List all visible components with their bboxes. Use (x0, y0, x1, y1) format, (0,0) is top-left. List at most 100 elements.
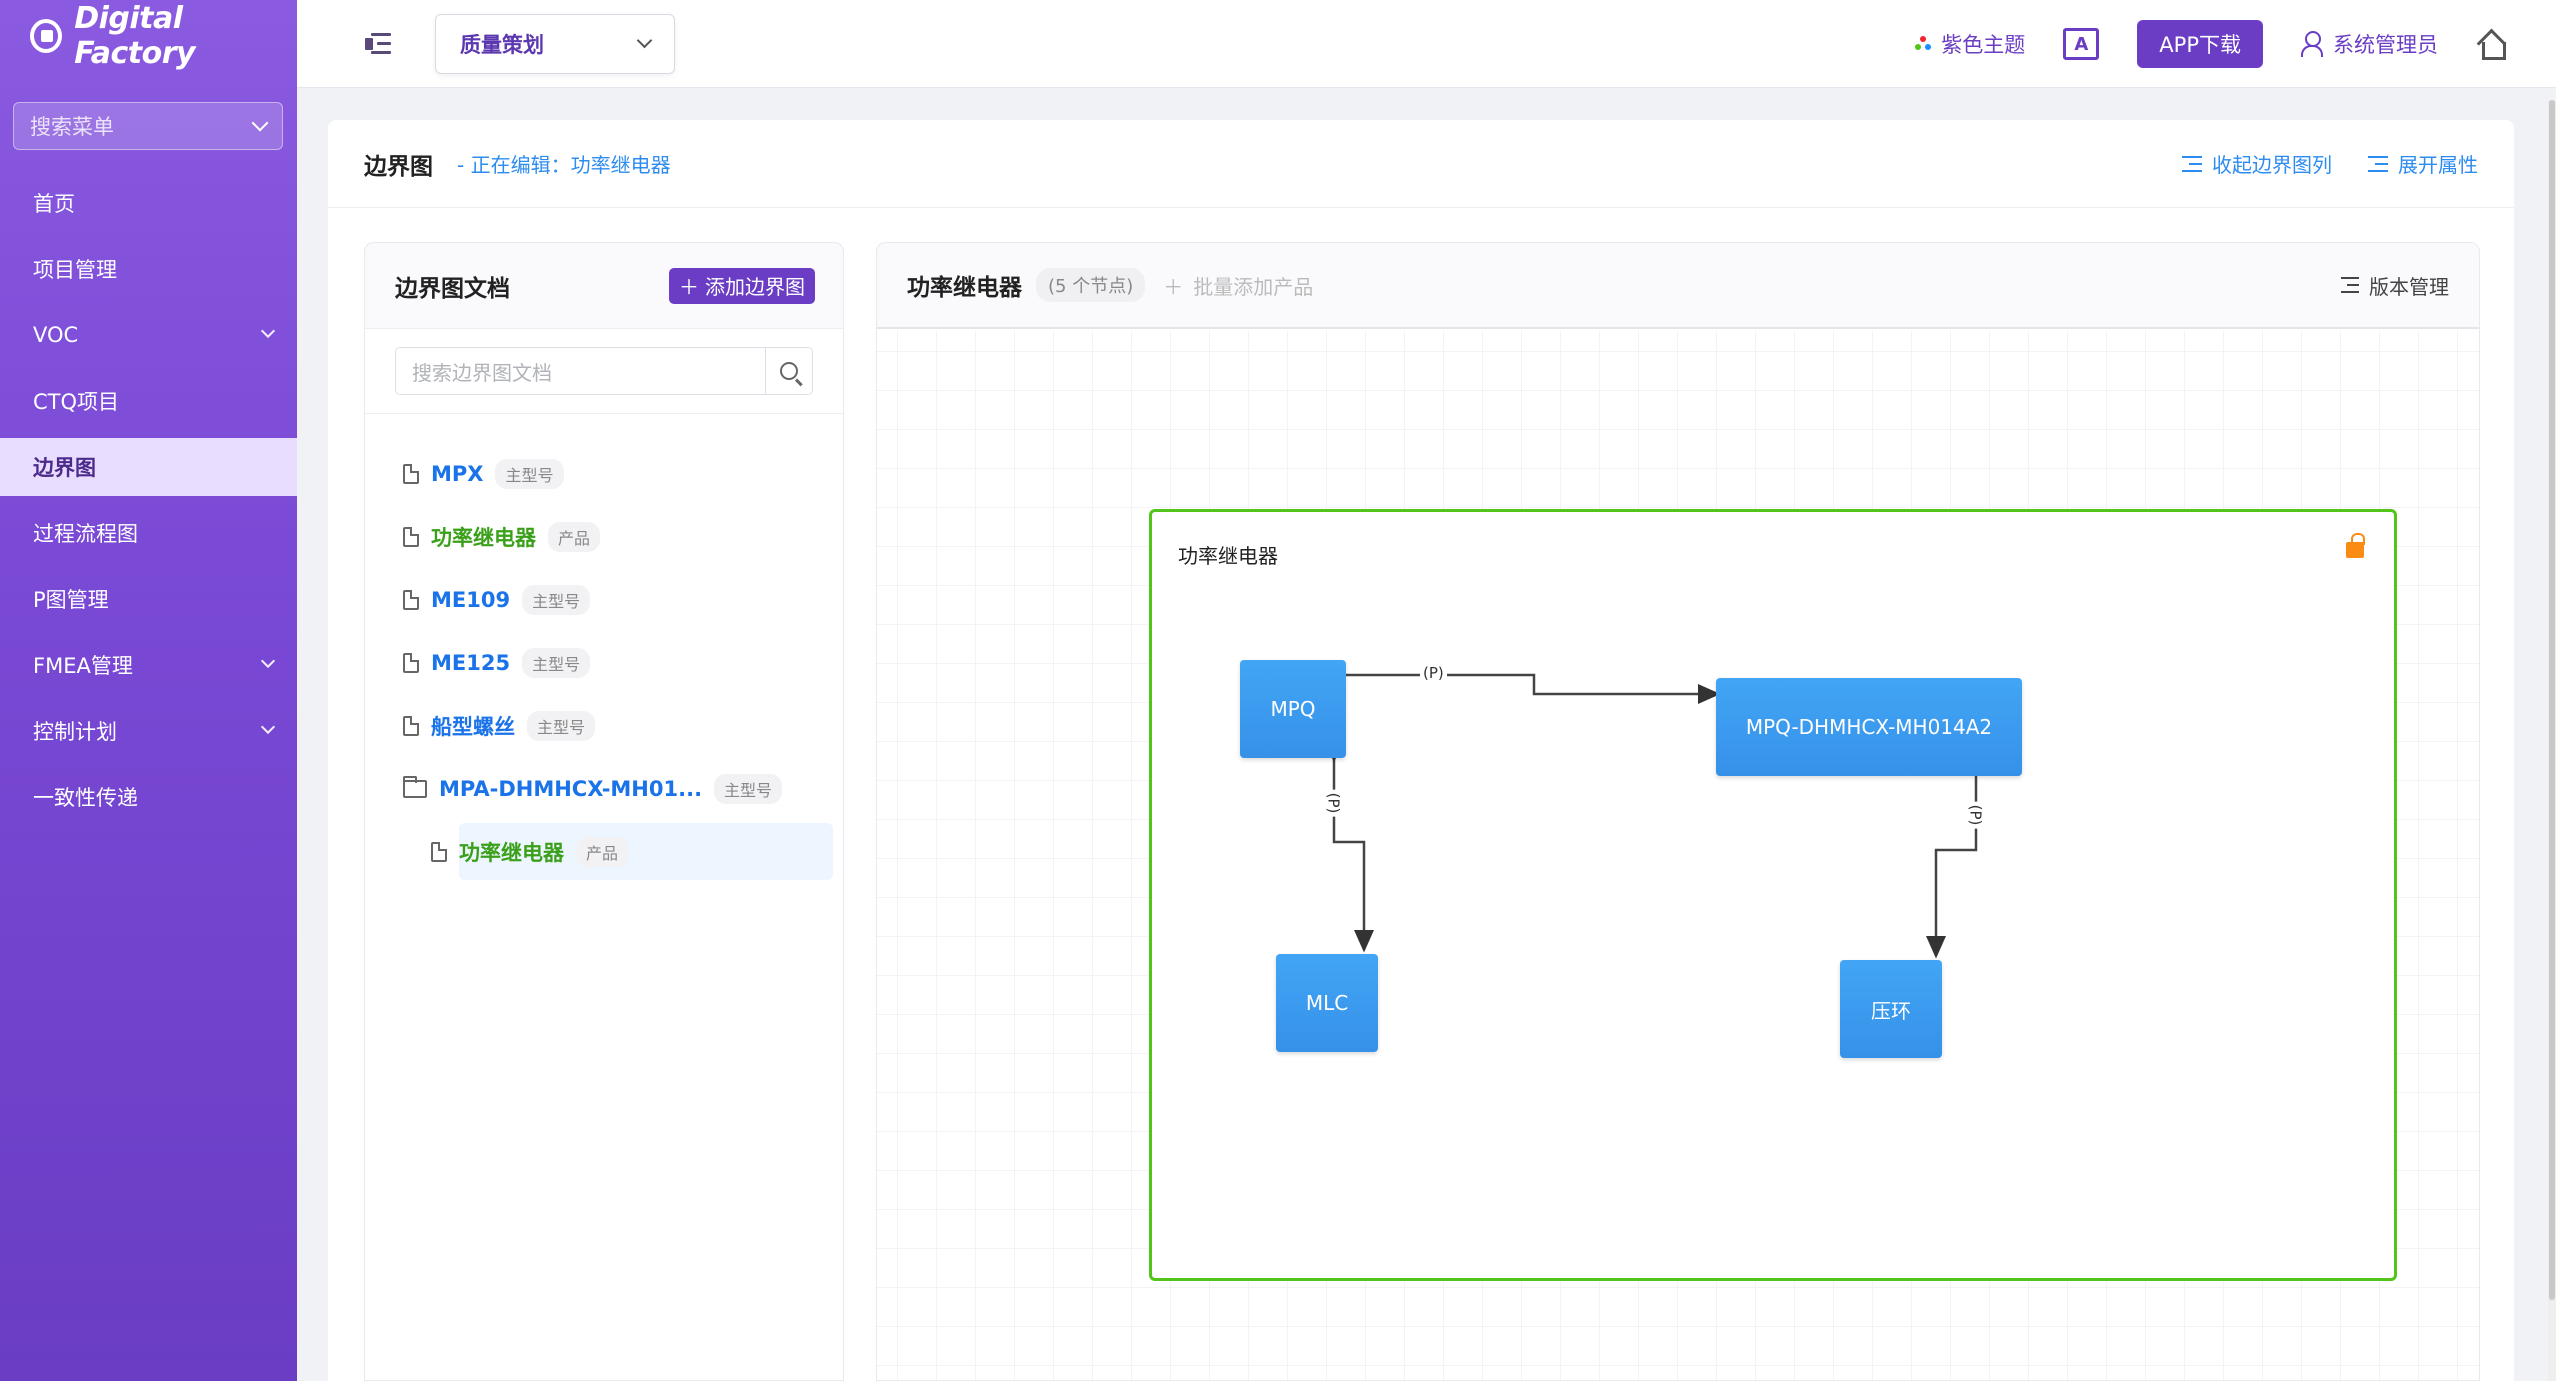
sidebar-item-label: 一致性传递 (33, 786, 138, 810)
sidebar-item-label: FMEA管理 (33, 654, 133, 678)
theme-label: 紫色主题 (1941, 33, 2026, 57)
node-mlc[interactable]: MLC (1276, 954, 1378, 1052)
sidebar-item-fmea[interactable]: FMEA管理 (0, 632, 297, 698)
tree-item-tag: 主型号 (714, 773, 783, 804)
node-mpq-dhmhcx[interactable]: MPQ-DHMHCX-MH014A2 (1716, 678, 2022, 776)
chevron-down-icon (260, 323, 276, 339)
page-scrollbar[interactable] (2548, 100, 2556, 1381)
chevron-down-icon (260, 719, 276, 735)
doc-panel-title: 边界图文档 (395, 275, 510, 302)
home-icon[interactable] (2476, 30, 2506, 60)
edge-label: (P) (1420, 664, 1447, 682)
menu-search-placeholder: 搜索菜单 (30, 115, 114, 139)
tree-item-name: 功率继电器 (459, 840, 564, 865)
edge-label: (P) (1966, 801, 1985, 829)
edge-label: (P) (1324, 789, 1343, 817)
node-mpq[interactable]: MPQ (1240, 660, 1346, 758)
tree-item[interactable]: ME125 主型号 (365, 631, 843, 694)
boundary-group[interactable]: 功率继电器 (P) (P) (P) (1149, 509, 2397, 1281)
batch-add-label: 批量添加产品 (1193, 274, 1314, 299)
sidebar-item-voc[interactable]: VOC (0, 302, 297, 368)
boundary-title: 功率继电器 (1178, 544, 1278, 568)
tree-item-name: 功率继电器 (431, 525, 536, 550)
sidebar-item-consistency[interactable]: 一致性传递 (0, 764, 297, 830)
chevron-down-icon (636, 32, 653, 49)
tree-item[interactable]: 功率继电器 产品 (365, 505, 843, 568)
diagram-canvas[interactable]: 功率继电器 (P) (P) (P) (877, 331, 2479, 1380)
user-menu[interactable]: 系统管理员 (2301, 29, 2438, 59)
sidebar-item-ctq[interactable]: CTQ项目 (0, 368, 297, 434)
tree-item-name: ME125 (431, 650, 511, 675)
editing-indicator: - 正在编辑：功率继电器 (457, 153, 671, 177)
node-label: 压环 (1871, 998, 1911, 1023)
search-icon (780, 362, 798, 380)
page-header: 边界图 - 正在编辑：功率继电器 收起边界图列 展开属性 (328, 120, 2514, 208)
sidebar-item-label: 项目管理 (33, 258, 117, 282)
tree-item-tag: 主型号 (495, 458, 564, 489)
app-logo[interactable]: Digital Factory (0, 0, 297, 72)
tree-item[interactable]: ME109 主型号 (365, 568, 843, 631)
sidebar-item-label: 过程流程图 (33, 522, 138, 546)
batch-add-button[interactable]: ＋ 批量添加产品 (1163, 271, 1313, 300)
plus-icon: ＋ (1163, 274, 1184, 299)
sidebar-item-label: P图管理 (33, 588, 109, 612)
collapse-sidebar-icon[interactable] (365, 32, 391, 55)
version-management-label: 版本管理 (2369, 274, 2449, 299)
expand-props-label: 展开属性 (2398, 153, 2478, 177)
tree-item-tag: 产品 (548, 521, 601, 552)
translate-glyph: A (2074, 33, 2089, 55)
tree-item[interactable]: 船型螺丝 主型号 (365, 694, 843, 757)
tree-folder[interactable]: MPA-DHMHCX-MH01... 主型号 (365, 757, 843, 820)
file-icon (403, 589, 419, 610)
version-management-button[interactable]: 版本管理 (2339, 271, 2449, 300)
doc-search-input[interactable]: 搜索边界图文档 (396, 348, 766, 394)
sidebar-item-label: 控制计划 (33, 720, 117, 744)
app-name: Digital Factory (74, 1, 196, 71)
list-expand-icon (2368, 155, 2388, 172)
translate-icon[interactable]: A (2063, 28, 2100, 60)
sidebar-item-p-diagram[interactable]: P图管理 (0, 566, 297, 632)
sidebar: Digital Factory 搜索菜单 首页 项目管理 VOC CTQ项目 边… (0, 0, 297, 1381)
node-ring[interactable]: 压环 (1840, 960, 1942, 1058)
node-label: MPQ (1270, 697, 1316, 721)
menu-search-select[interactable]: 搜索菜单 (13, 102, 283, 150)
sidebar-item-project[interactable]: 项目管理 (0, 236, 297, 302)
doc-search-placeholder: 搜索边界图文档 (412, 360, 552, 385)
tree-item-name: ME109 (431, 587, 511, 612)
edges-layer (1304, 665, 1986, 959)
canvas-panel: 功率继电器 (5 个节点) ＋ 批量添加产品 版本管理 功率继电器 (876, 242, 2480, 1381)
tree-item-selected[interactable]: 功率继电器 产品 (365, 820, 843, 883)
add-boundary-button[interactable]: ＋ 添加边界图 (669, 267, 815, 304)
doc-search-button[interactable] (766, 348, 812, 394)
doc-tree: MPX 主型号 功率继电器 产品 ME109 主型号 ME125 主型号 船型螺… (365, 414, 843, 883)
edge-dhmhcx-ring (1926, 750, 1986, 959)
sidebar-item-boundary[interactable]: 边界图 (0, 438, 297, 496)
theme-switch[interactable]: 紫色主题 (1915, 29, 2025, 59)
file-icon (403, 463, 419, 484)
chevron-down-icon (260, 653, 276, 669)
module-select[interactable]: 质量策划 (435, 13, 675, 74)
tree-item-tag: 主型号 (522, 647, 591, 678)
edge-mpq-mlc (1324, 740, 1374, 953)
sidebar-item-label: 边界图 (33, 456, 96, 480)
sidebar-item-home[interactable]: 首页 (0, 170, 297, 236)
expand-props-button[interactable]: 展开属性 (2368, 149, 2478, 178)
tree-item-name: MPX (431, 461, 484, 486)
node-label: MLC (1305, 991, 1349, 1015)
sidebar-item-process-flow[interactable]: 过程流程图 (0, 500, 297, 566)
app-download-button[interactable]: APP下载 (2137, 20, 2263, 68)
tree-item[interactable]: MPX 主型号 (365, 442, 843, 505)
page-title: 边界图 (364, 153, 433, 180)
collapse-list-label: 收起边界图列 (2212, 153, 2332, 177)
file-icon (403, 715, 419, 736)
file-icon (431, 841, 447, 862)
collapse-list-button[interactable]: 收起边界图列 (2182, 149, 2332, 178)
list-icon (2339, 277, 2359, 293)
sidebar-item-label: VOC (33, 323, 79, 347)
doc-panel: 边界图文档 ＋ 添加边界图 搜索边界图文档 MPX 主型号 功率继电器 产品 (364, 242, 844, 1381)
user-name: 系统管理员 (2333, 33, 2438, 57)
sidebar-item-control-plan[interactable]: 控制计划 (0, 698, 297, 764)
file-icon (403, 652, 419, 673)
tree-item-tag: 产品 (576, 836, 629, 867)
unlock-icon[interactable] (2346, 533, 2365, 558)
